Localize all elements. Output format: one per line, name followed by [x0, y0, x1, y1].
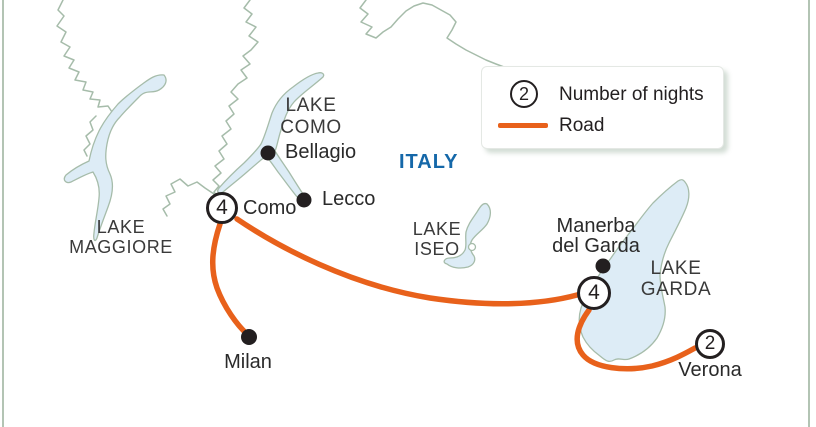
lake-como-shape: [217, 72, 325, 201]
border-line-north-of-como: [212, 0, 259, 198]
lake-garda-shape: [578, 178, 690, 363]
lake-iseo-label-line2: ISEO: [414, 239, 460, 259]
lake-maggiore-shape: [63, 74, 167, 242]
city-dot-lecco: [296, 192, 312, 208]
lake-maggiore-label: LAKE MAGGIORE: [69, 217, 173, 257]
border-line-west: [56, 0, 120, 113]
monte-isola-island: [467, 242, 477, 252]
nights-badge-lake-garda: 4: [577, 276, 611, 310]
legend-road-label: Road: [559, 115, 605, 136]
city-label-como: Como: [243, 197, 297, 219]
map-frame-right-edge: [808, 0, 810, 427]
city-dot-manerba: [595, 258, 611, 274]
nights-badge-verona: 2: [695, 329, 725, 359]
nights-badge-verona-value: 2: [704, 333, 716, 354]
lake-como-label-line2: COMO: [280, 117, 342, 138]
nights-badge-lake-garda-value: 4: [588, 281, 600, 304]
road-garda-verona: [574, 307, 698, 372]
lake-garda-label: LAKE GARDA: [641, 258, 712, 300]
border-line-north-central: [359, 0, 505, 68]
city-dot-milan: [241, 329, 257, 345]
map-legend: 2 Number of nights Road: [481, 66, 724, 149]
lake-como-label: LAKE COMO: [280, 95, 342, 139]
lake-garda-label-line2: GARDA: [640, 279, 712, 300]
lake-iseo-label-line1: LAKE: [412, 219, 462, 239]
border-line-lakes-weave: [83, 115, 97, 157]
legend-road-line-icon: [498, 123, 548, 128]
lake-iseo-label: LAKE ISEO: [413, 219, 461, 259]
border-line-west-of-como: [162, 178, 215, 217]
legend-nights-icon-value: 2: [518, 83, 529, 104]
city-label-manerba: Manerba del Garda: [552, 216, 640, 256]
city-dot-bellagio: [260, 145, 276, 161]
lake-iseo-shape: [443, 202, 492, 269]
legend-nights-label: Number of nights: [559, 84, 704, 105]
city-label-manerba-line2: del Garda: [552, 235, 640, 257]
city-label-verona: Verona: [678, 359, 742, 381]
nights-badge-como: 4: [206, 192, 238, 224]
nights-badge-como-value: 4: [216, 196, 228, 219]
city-label-milan: Milan: [224, 351, 272, 373]
city-label-lecco: Lecco: [322, 188, 376, 210]
country-label-italy: ITALY: [399, 151, 459, 173]
legend-nights-icon: 2: [510, 80, 538, 108]
road-como-milan: [209, 221, 250, 337]
city-label-manerba-line1: Manerba: [556, 215, 636, 237]
lake-como-label-line1: LAKE: [285, 95, 337, 116]
city-label-bellagio: Bellagio: [285, 141, 357, 163]
road-como-garda: [234, 216, 580, 307]
lake-garda-label-line1: LAKE: [650, 258, 702, 279]
lake-maggiore-label-line1: LAKE: [96, 217, 146, 237]
map-frame-left-edge: [2, 0, 4, 427]
lake-maggiore-label-line2: MAGGIORE: [69, 237, 173, 257]
